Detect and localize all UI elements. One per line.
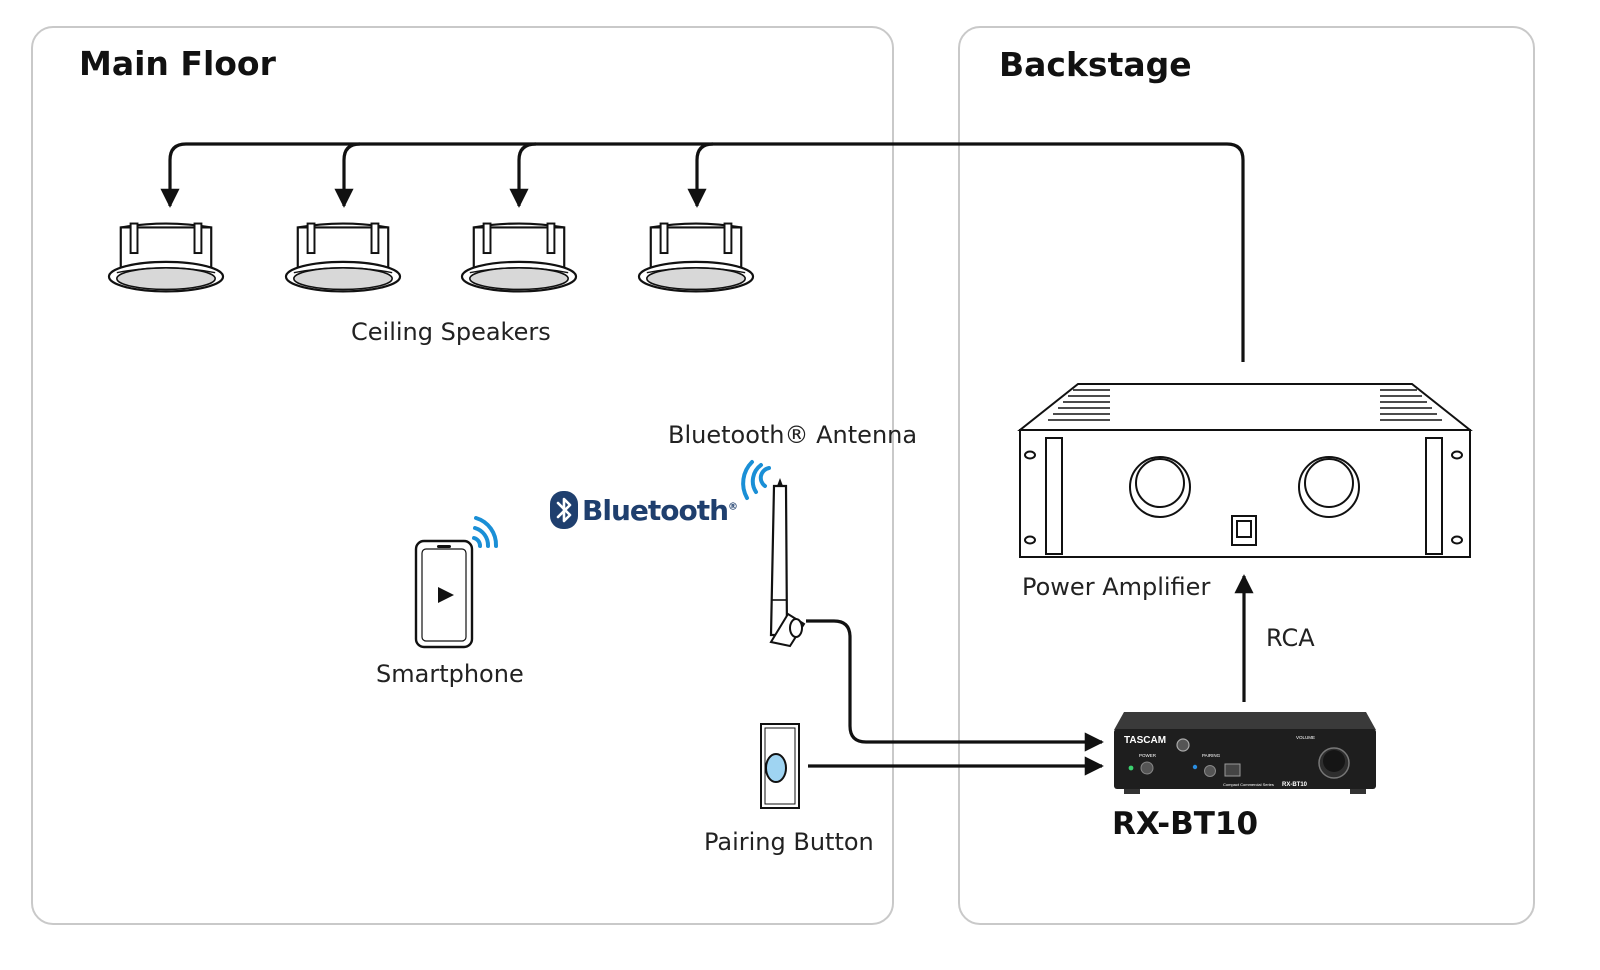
rx-bt10-device-icon: TASCAM POWER PAIRING VOLUME Compact Comm… — [1114, 712, 1376, 794]
rca-label: RCA — [1266, 624, 1315, 652]
power-amplifier-icon — [1017, 383, 1473, 558]
ceiling-speaker-2 — [284, 222, 402, 293]
bluetooth-logo-text: Bluetooth — [582, 493, 729, 527]
bluetooth-antenna-label: Bluetooth® Antenna — [668, 421, 918, 449]
pairing-button-icon — [760, 723, 800, 809]
main-floor-title: Main Floor — [79, 44, 276, 83]
smartphone-signal-icon — [472, 516, 499, 548]
ceiling-speakers-label: Ceiling Speakers — [351, 318, 551, 346]
bluetooth-logo-mark: ® — [728, 501, 738, 513]
device-model-label: RX-BT10 — [1282, 782, 1308, 788]
device-power-label: POWER — [1139, 753, 1157, 758]
device-volume-label: VOLUME — [1296, 735, 1315, 740]
device-pairing-label: PAIRING — [1202, 753, 1221, 758]
power-amplifier-label: Power Amplifier — [1022, 573, 1211, 601]
backstage-zone — [958, 26, 1535, 925]
smartphone-icon — [414, 539, 474, 649]
speaker-wires — [160, 142, 1245, 362]
antenna-signal-icon — [741, 460, 771, 500]
antenna-cable — [806, 619, 1104, 752]
bluetooth-antenna-icon — [769, 478, 806, 648]
bluetooth-logo: Bluetooth® — [550, 490, 738, 530]
ceiling-speaker-4 — [637, 222, 755, 293]
smartphone-label: Smartphone — [376, 660, 524, 688]
device-brand: TASCAM — [1124, 735, 1166, 746]
device-model-title: RX-BT10 — [1112, 806, 1259, 842]
bluetooth-icon — [550, 491, 578, 529]
backstage-title: Backstage — [999, 45, 1192, 84]
pairing-button-label: Pairing Button — [704, 828, 874, 856]
device-series-label: Compact Commercial Series — [1223, 782, 1274, 787]
ceiling-speaker-3 — [460, 222, 578, 293]
main-floor-zone — [31, 26, 894, 925]
ceiling-speaker-1 — [107, 222, 225, 293]
